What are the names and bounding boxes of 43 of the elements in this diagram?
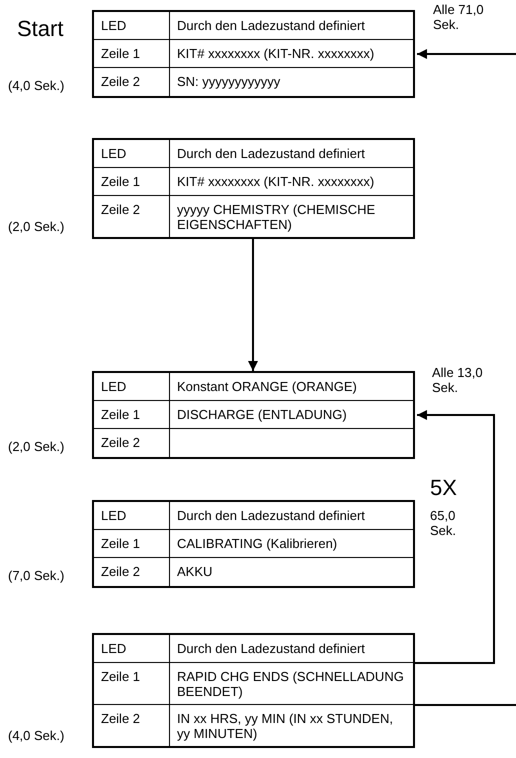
display-text: Konstant ORANGE (ORANGE) [170,373,413,401]
row-label: LED [94,502,170,530]
row-label: Zeile 1 [94,168,170,196]
duration-label: (7,0 Sek.) [8,568,64,583]
row-label: Zeile 2 [94,429,170,457]
display-table [92,371,415,459]
duration-label: (4,0 Sek.) [8,78,64,93]
row-label: Zeile 1 [94,530,170,558]
display-text: SN: yyyyyyyyyyyy [176,73,282,91]
row-label: Zeile 1 [94,40,170,68]
display-text: KIT# xxxxxxxx (KIT-NR. xxxxxxxx) [170,40,413,68]
display-text: yyyyy CHEMISTRY (CHEMISCHE EIGENSCHAFTEN) [176,201,376,234]
duration-label: (2,0 Sek.) [8,219,64,234]
display-text: IN xx HRS, yy MIN (IN xx STUNDEN, yy MINUTEN) [176,710,394,743]
display-table [92,10,415,98]
display-text: Durch den Ladezustand definiert [170,140,413,168]
row-label: Zeile 2 [94,68,170,96]
display-text: CALIBRATING (Kalibrieren) [170,530,413,558]
duration-label: (4,0 Sek.) [8,728,64,743]
row-label: Zeile 2 [94,196,170,237]
connector-line [415,704,516,706]
row-label: LED [94,140,170,168]
display-table [92,138,415,239]
row-label: Zeile 2 [94,705,170,746]
row-label: LED [94,635,170,663]
arrow [415,410,495,664]
row-label: Zeile 1 [94,401,170,429]
row-label: LED [94,373,170,401]
display-text: KIT# xxxxxxxx (KIT-NR. xxxxxxxx) [170,168,413,196]
display-text: Durch den Ladezustand definiert [170,502,413,530]
display-text: Durch den Ladezustand definiert [170,635,413,663]
display-text: Durch den Ladezustand definiert [170,12,413,40]
display-table [92,500,415,588]
display-table [92,633,415,748]
display-text: DISCHARGE (ENTLADUNG) [170,401,413,429]
row-label: Zeile 1 [94,663,170,705]
display-text: RAPID CHG ENDS (SCHNELLADUNG BEENDET) [170,663,413,705]
arrow [417,49,516,59]
display-text: AKKU [176,563,214,581]
row-label: Zeile 2 [94,558,170,586]
duration-label: (2,0 Sek.) [8,439,64,454]
arrow [248,239,258,371]
row-label: LED [94,12,170,40]
